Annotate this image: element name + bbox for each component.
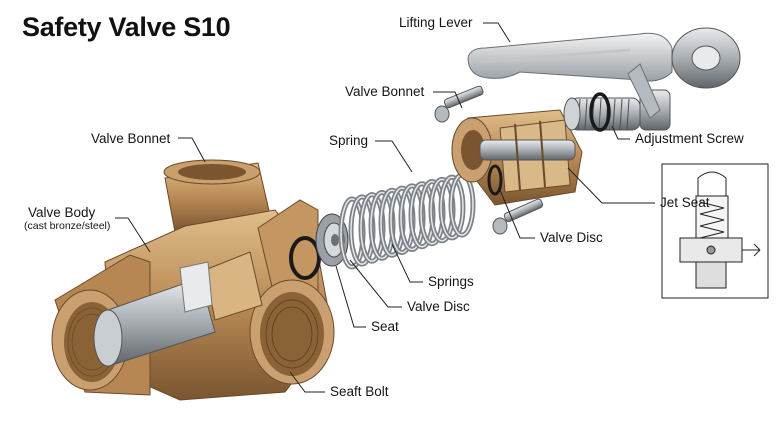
lifting-lever-part	[467, 27, 741, 119]
valve-body-part	[51, 159, 335, 401]
spring-coil-highlight	[440, 176, 464, 239]
label-spring: Spring	[329, 133, 369, 148]
label-valve-bonnet-top: Valve Bonnet	[345, 84, 425, 99]
label-jet-seat: Jet Seat	[660, 195, 710, 210]
label-valve-disc-lower: Valve Disc	[407, 299, 470, 314]
upper-bonnet-part	[451, 109, 583, 206]
page-title: Safety Valve S10	[22, 12, 231, 42]
label-seat: Seat	[371, 319, 399, 334]
bolt-upper-part	[434, 85, 484, 123]
spring-part	[338, 172, 476, 270]
label-seaft-bolt: Seaft Bolt	[330, 384, 389, 399]
label-adjustment-screw: Adjustment Screw	[635, 131, 744, 146]
label-valve-body-note: (cast bronze/steel)	[24, 220, 111, 232]
o-ring-part	[289, 236, 321, 280]
bolt-lower-part	[492, 198, 544, 235]
inset-schematic	[661, 163, 769, 299]
label-valve-body: Valve Body	[28, 205, 96, 220]
label-lifting-lever: Lifting Lever	[399, 15, 473, 30]
label-springs: Springs	[428, 274, 474, 289]
label-valve-disc-right: Valve Disc	[540, 230, 603, 245]
label-valve-bonnet-left: Valve Bonnet	[91, 131, 171, 146]
leader-lines	[115, 22, 655, 393]
